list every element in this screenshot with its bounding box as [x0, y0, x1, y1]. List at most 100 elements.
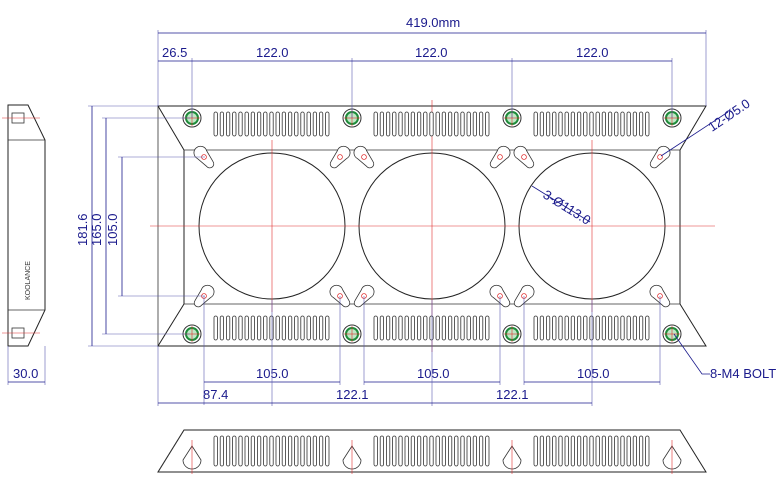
vent-slot [244, 435, 249, 467]
vent-slot [639, 111, 644, 137]
vent-slot [232, 111, 237, 137]
edge-mount-holes [182, 440, 682, 474]
vent-slot [318, 111, 324, 137]
vent-slot [632, 315, 638, 341]
vent-slot [454, 111, 459, 137]
brand-mark: KOOLANCE [25, 261, 32, 300]
vent-slot [269, 435, 274, 467]
vent-slot [275, 435, 280, 467]
fan-hole-spacing-3-label: 105.0 [577, 366, 610, 381]
vent-slot [645, 111, 650, 137]
vent-slot [626, 111, 631, 137]
vent-slot [546, 315, 551, 341]
vent-slot [472, 111, 478, 137]
vent-slot [460, 435, 465, 467]
vent-slot [416, 111, 422, 137]
vent-slot [478, 435, 484, 467]
vent-slot [429, 315, 434, 341]
vent-slot [441, 315, 447, 341]
vent-slot [620, 435, 625, 467]
left-dimensions: 181.6 165.0 105.0 [75, 105, 205, 347]
vent-slot [325, 435, 330, 467]
mount-holes-callout: 12-Ø5.0 [705, 96, 752, 135]
vent-slot [466, 111, 471, 137]
vent-slot [478, 315, 484, 341]
vent-slot [601, 315, 607, 341]
vent-slot [608, 111, 613, 137]
fan-openings-callout: 3-Ø113.0 [540, 187, 593, 228]
keyhole-center [657, 293, 663, 299]
vent-slot [485, 315, 490, 341]
vent-slot [213, 435, 218, 467]
vent-slot [447, 315, 453, 341]
keyhole-outline [329, 145, 351, 169]
vent-slot [398, 315, 403, 341]
vent-slot [614, 111, 619, 137]
vent-slot [410, 111, 416, 137]
fan-hole-spacing-2-label: 105.0 [417, 366, 450, 381]
vent-slot [552, 435, 557, 467]
vent-slot [435, 435, 440, 467]
vent-slot [595, 435, 600, 467]
vent-slot [429, 435, 434, 467]
keyhole-outline [513, 284, 535, 308]
vent-slot [546, 111, 551, 137]
vent-slot [552, 315, 557, 341]
vent-slot [639, 315, 644, 341]
vent-slot [373, 111, 378, 137]
vent-slot [256, 315, 262, 341]
vent-slot [250, 111, 255, 137]
vent-slot [466, 435, 471, 467]
front-view [150, 100, 715, 352]
vent-slot [392, 111, 397, 137]
fan-pitch-3-label: 122.0 [576, 45, 609, 60]
vent-slot [620, 315, 625, 341]
vent-slot [300, 315, 305, 341]
vent-slot [546, 435, 551, 467]
vent-slot [318, 435, 324, 467]
keyhole-center [521, 154, 527, 160]
vent-slot [213, 315, 218, 341]
keyhole-outline [353, 145, 375, 169]
vent-slot [626, 315, 631, 341]
vent-slot [306, 435, 311, 467]
vent-slot [379, 435, 385, 467]
vent-slot [460, 315, 465, 341]
vent-slot [485, 111, 490, 137]
keyhole-outline [649, 284, 671, 308]
keyhole-outline [489, 145, 511, 169]
keyhole-slot [649, 284, 671, 308]
keyhole-outline [489, 284, 511, 308]
vent-slot [614, 315, 619, 341]
vent-slot [287, 435, 293, 467]
vent-slot [539, 111, 545, 137]
vent-slot [263, 315, 268, 341]
keyhole-center [521, 293, 527, 299]
vent-slot [275, 315, 280, 341]
vent-slot [225, 111, 231, 137]
vent-slot [373, 435, 378, 467]
vent-slot [312, 315, 318, 341]
vent-slot [614, 435, 619, 467]
keyhole-center [201, 293, 207, 299]
vent-slot [300, 435, 305, 467]
mount-height-165-label: 165.0 [89, 213, 104, 246]
keyhole-center [361, 154, 367, 160]
vent-slot [632, 435, 638, 467]
vent-slot [608, 315, 613, 341]
vent-slot [256, 111, 262, 137]
vent-slot [552, 111, 557, 137]
vent-slot [558, 435, 563, 467]
vent-slot [232, 315, 237, 341]
vent-slot [281, 315, 287, 341]
vent-slot [275, 111, 280, 137]
vent-slot [219, 435, 224, 467]
vent-slot [435, 315, 440, 341]
bolts-callout: 8-M4 BOLT [710, 366, 776, 381]
vent-slot [454, 435, 459, 467]
keyhole-center [337, 293, 343, 299]
fan-pitch-2-label: 122.0 [415, 45, 448, 60]
vent-slot [410, 315, 416, 341]
vent-slot [219, 315, 224, 341]
vent-slot [577, 435, 582, 467]
